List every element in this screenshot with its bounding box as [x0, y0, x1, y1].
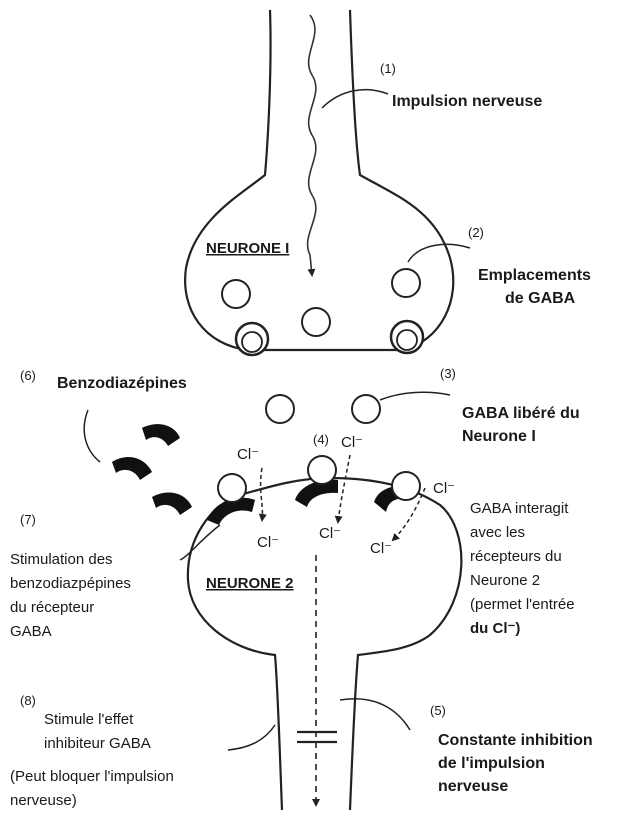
- step-5-label: (5): [430, 703, 446, 718]
- benzodiazepine: [142, 424, 180, 446]
- gaba-vesicle-inner: [396, 329, 418, 351]
- gaba-bound: [391, 471, 421, 501]
- cl-ion-label: Cl⁻: [370, 540, 392, 557]
- impulse-label: Impulsion nerveuse: [392, 93, 542, 110]
- leader-line: [407, 243, 471, 263]
- benzodiazepine: [112, 457, 152, 480]
- gaba-sites-label: Emplacements: [478, 267, 591, 284]
- effect-label: Stimule l'effet: [44, 711, 134, 728]
- interact-label-2: avec les: [470, 524, 525, 541]
- inhibition-label: Constante inhibition: [438, 732, 593, 749]
- leader-line: [339, 698, 411, 731]
- gaba-receptor: [295, 479, 338, 507]
- block-label: (Peut bloquer l'impulsion: [10, 768, 174, 785]
- effect-label-2: inhibiteur GABA: [44, 735, 151, 752]
- cl-flow-arrow: [258, 467, 267, 522]
- cl-ion-label: Cl⁻: [319, 525, 341, 542]
- neurone-2-label: NEURONE 2: [206, 575, 294, 592]
- inhibition-label-2: de l'impulsion: [438, 755, 545, 772]
- gaba-vesicle-inner: [241, 331, 263, 353]
- step-8-label: (8): [20, 693, 36, 708]
- interact-label-3: récepteurs du: [470, 548, 562, 565]
- inhibition-label-3: nerveuse: [438, 778, 508, 795]
- leader-line: [179, 524, 221, 561]
- interact-label: GABA interagit: [470, 500, 569, 517]
- impulse-wave: [306, 14, 317, 277]
- gaba-vesicle: [221, 279, 251, 309]
- leader-line: [83, 409, 101, 463]
- neurone-1-outline: [184, 9, 455, 352]
- gaba-receptor: [207, 497, 255, 525]
- stimulation-label-3: du récepteur: [10, 599, 94, 616]
- gaba-sites-label-2: de GABA: [505, 290, 576, 307]
- benzodiazepine: [152, 492, 192, 515]
- stimulation-label: Stimulation des: [10, 551, 113, 568]
- interact-label-5: (permet l'entrée: [470, 596, 575, 613]
- gaba-vesicle: [301, 307, 331, 337]
- stimulation-label-4: GABA: [10, 623, 52, 640]
- gaba-released-label: GABA libéré du: [462, 405, 580, 422]
- interact-label-4: Neurone 2: [470, 572, 540, 589]
- gaba-released: [265, 394, 295, 424]
- gaba-released: [351, 394, 381, 424]
- neurone-1-label: NEURONE I: [206, 240, 289, 257]
- stimulation-label-2: benzodiazpépines: [10, 575, 131, 592]
- step-4-label: (4): [313, 432, 329, 447]
- leader-line: [321, 88, 389, 109]
- cl-ion-label: Cl⁻: [433, 480, 455, 497]
- cl-ion-label: Cl⁻: [257, 534, 279, 551]
- step-3-label: (3): [440, 366, 456, 381]
- step-6-label: (6): [20, 368, 36, 383]
- cl-ion-label: Cl⁻: [341, 434, 363, 451]
- step-2-label: (2): [468, 225, 484, 240]
- cl-flow-arrow: [391, 487, 426, 542]
- leader-line: [379, 391, 451, 401]
- gaba-bound: [217, 473, 247, 503]
- cl-flow-arrow: [334, 454, 351, 524]
- cl-ion-label: Cl⁻: [237, 446, 259, 463]
- benzodiazepines-label: Benzodiazépines: [57, 375, 187, 392]
- gaba-bound: [307, 455, 337, 485]
- leader-line: [227, 724, 276, 751]
- interact-label-6: du Cl⁻): [470, 620, 520, 637]
- block-label-2: nerveuse): [10, 792, 77, 809]
- gaba-released-label-2: Neurone I: [462, 428, 536, 445]
- gaba-vesicle: [391, 268, 421, 298]
- step-1-label: (1): [380, 61, 396, 76]
- step-7-label: (7): [20, 512, 36, 527]
